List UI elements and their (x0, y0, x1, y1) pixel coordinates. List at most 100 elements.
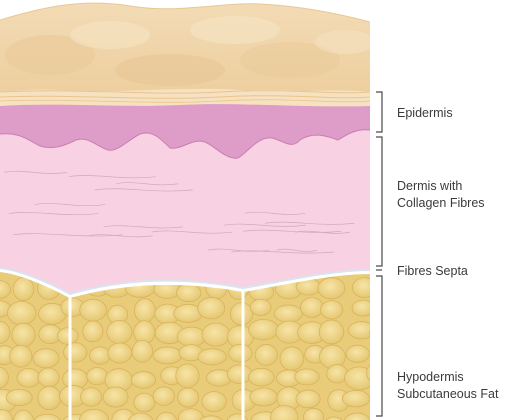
fat-cell (317, 277, 346, 300)
fat-cell (82, 320, 104, 343)
fat-cell (345, 344, 370, 363)
fat-cell (371, 282, 396, 302)
fat-cell (201, 322, 231, 347)
fat-cell (175, 363, 200, 389)
collagen-fibre (94, 188, 193, 192)
fat-cell (133, 392, 156, 413)
fat-cell (344, 366, 370, 391)
collagen-fibre (151, 230, 233, 234)
collagen-fibre (231, 250, 334, 254)
fat-cell (130, 371, 157, 389)
fat-cell (9, 344, 33, 368)
collagen-fibre (242, 229, 342, 233)
fat-cell (373, 299, 397, 316)
fat-cell (366, 364, 370, 382)
fat-cell (199, 415, 223, 420)
fat-cell (369, 329, 370, 337)
fat-cell (106, 319, 133, 345)
fat-cell (176, 326, 207, 347)
fat-cell (318, 319, 345, 345)
fat-cell (152, 346, 183, 365)
fat-cell (11, 322, 36, 348)
fat-cell (300, 297, 324, 318)
collagen-fibre (34, 203, 106, 207)
fat-cell (111, 408, 136, 420)
fat-cell (197, 297, 226, 320)
hypodermis-label-line2: Subcutaneous Fat (397, 387, 499, 401)
fat-cell (344, 412, 370, 420)
fat-cell (16, 368, 41, 388)
epidermis-label: Epidermis (397, 106, 453, 120)
fat-cell (249, 298, 272, 316)
fat-cell (5, 388, 33, 407)
fat-cell (347, 321, 370, 340)
fat-cell (228, 343, 253, 363)
collagen-fibre (276, 248, 317, 252)
fat-cell (89, 346, 111, 365)
fat-cell (197, 348, 227, 366)
collagen-fibre (224, 223, 306, 227)
fat-cell (303, 407, 325, 420)
fat-cell (86, 367, 108, 386)
fat-cell (0, 280, 11, 299)
fat-cell (248, 367, 275, 387)
fat-cell (63, 342, 88, 363)
fat-cell (33, 413, 61, 420)
collagen-fibre (12, 233, 123, 237)
collagen-fibre (244, 211, 306, 215)
fat-cell (201, 391, 227, 413)
fat-cell (80, 387, 103, 407)
epidermis-bracket (376, 91, 383, 133)
fat-cell (79, 298, 107, 322)
fat-cell (176, 283, 202, 303)
fat-cell (37, 385, 62, 411)
fat-cell (13, 409, 34, 420)
fat-cell (320, 300, 344, 320)
skin-surface (0, 2, 370, 92)
dermis-label-line2: Collagen Fibres (397, 196, 485, 210)
fat-cell (294, 368, 320, 386)
collagen-fibre (207, 248, 270, 252)
fat-cell (341, 389, 370, 408)
fat-cell (273, 304, 303, 323)
fat-cell (374, 345, 402, 367)
fat-cell (0, 366, 9, 389)
fat-cell (37, 367, 60, 388)
collagen-fibre (116, 182, 179, 186)
collagen-fibre (8, 212, 99, 216)
collagen-fibres (4, 170, 355, 254)
fat-cell (107, 342, 133, 364)
fat-cell (295, 389, 321, 409)
fat-cell (325, 416, 343, 420)
fat-cell (373, 387, 393, 407)
fat-cell (270, 405, 299, 420)
fat-cell (131, 339, 154, 363)
collagen-fibre (4, 170, 68, 174)
fat-cell (32, 348, 60, 369)
fat-cell (0, 320, 11, 344)
fat-cell (102, 386, 129, 408)
fat-cell (248, 318, 279, 341)
fat-cell (7, 300, 37, 326)
fat-cell (134, 298, 156, 323)
fat-cell (226, 364, 253, 384)
fat-cell (279, 346, 305, 371)
fat-cell (79, 408, 109, 420)
dermis-bracket (376, 136, 383, 267)
fat-cell (177, 387, 200, 408)
collagen-fibre (88, 234, 153, 238)
epidermis-layer (0, 86, 370, 159)
septa-label: Fibres Septa (397, 264, 468, 278)
fat-cell (351, 277, 370, 298)
fat-cell (351, 299, 370, 317)
collagen-fibre (264, 221, 355, 225)
fat-cell (155, 411, 178, 420)
fat-cell (249, 387, 278, 407)
collagen-fibre (103, 225, 183, 229)
fat-cell (12, 277, 35, 301)
collagen-fibre (68, 175, 156, 179)
hypodermis-layer (0, 260, 402, 420)
fat-cell (128, 412, 154, 420)
fat-cell (56, 327, 79, 345)
